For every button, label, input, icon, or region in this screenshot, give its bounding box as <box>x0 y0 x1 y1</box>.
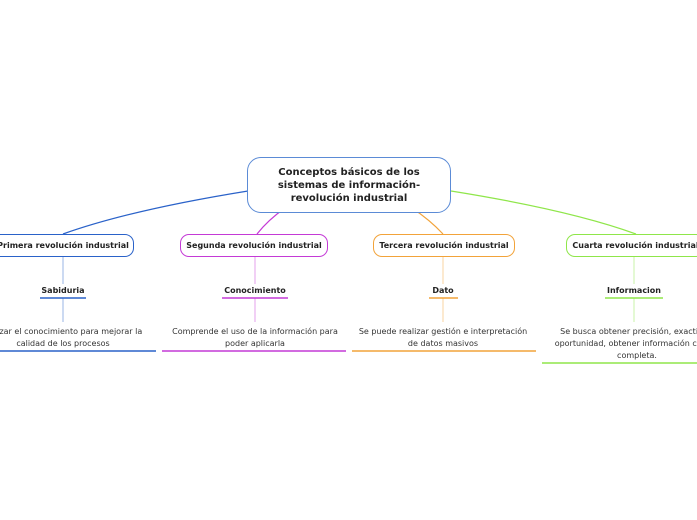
branch-tercera-revolucion[interactable]: Tercera revolución industrial <box>373 234 515 257</box>
connector-root-b4 <box>450 190 637 235</box>
description-conocimiento[interactable]: Comprende el uso de la información para … <box>172 327 338 348</box>
branch-label: Cuarta revolución industrial <box>572 241 697 250</box>
subtopic-dato[interactable]: Dato <box>432 286 454 295</box>
branch-cuarta-revolucion[interactable]: Cuarta revolución industrial <box>566 234 697 257</box>
description-sabiduria[interactable]: Utilizar el conocimiento para mejorar la… <box>0 327 143 348</box>
branch-segunda-revolucion[interactable]: Segunda revolución industrial <box>180 234 328 257</box>
subtopic-informacion[interactable]: Informacion <box>606 286 661 295</box>
branch-primera-revolucion[interactable]: Primera revolución industrial <box>0 234 134 257</box>
subtopic-sabiduria[interactable]: Sabiduria <box>41 286 85 295</box>
description-informacion[interactable]: Se busca obtener precisión, exactitud, o… <box>554 327 697 360</box>
central-topic[interactable]: Conceptos básicos de los sistemas de inf… <box>247 157 451 213</box>
subtopic-conocimiento[interactable]: Conocimiento <box>224 286 286 295</box>
connector-root-b1 <box>62 190 249 235</box>
branch-label: Segunda revolución industrial <box>186 241 322 250</box>
description-dato[interactable]: Se puede realizar gestión e interpretaci… <box>358 327 528 348</box>
branch-label: Primera revolución industrial <box>0 241 129 250</box>
branch-label: Tercera revolución industrial <box>379 241 509 250</box>
central-topic-label: Conceptos básicos de los sistemas de inf… <box>277 166 421 204</box>
